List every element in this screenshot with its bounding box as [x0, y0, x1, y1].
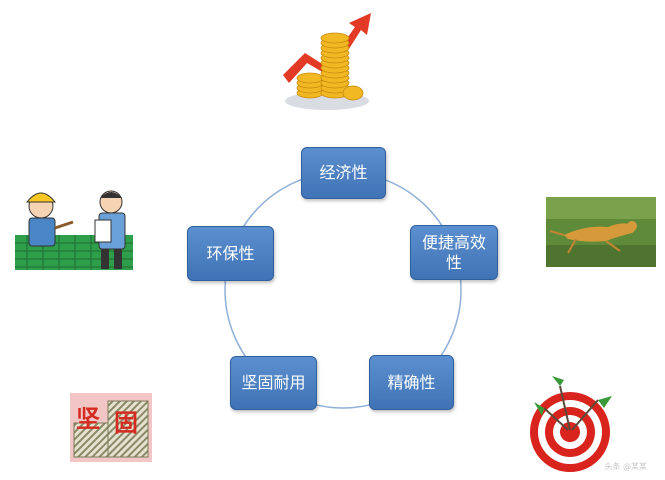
node-economy: 经济性 — [301, 147, 386, 199]
badge-char-2: 固 — [114, 408, 138, 437]
cheetah-photo — [546, 197, 656, 267]
target-icon — [530, 376, 612, 472]
node-efficiency: 便捷高效性 — [410, 225, 498, 280]
badge-char-1: 坚 — [76, 404, 100, 433]
node-durability: 坚固耐用 — [230, 356, 317, 410]
sturdy-badge: 坚 固 — [70, 393, 152, 462]
sturdy-steps-graphic — [73, 400, 149, 458]
node-accuracy: 精确性 — [369, 355, 454, 410]
workers-icon — [15, 190, 133, 270]
coins-growth-icon — [283, 13, 371, 110]
watermark: 头条 @某某 — [604, 462, 647, 471]
node-environment: 环保性 — [187, 226, 274, 281]
